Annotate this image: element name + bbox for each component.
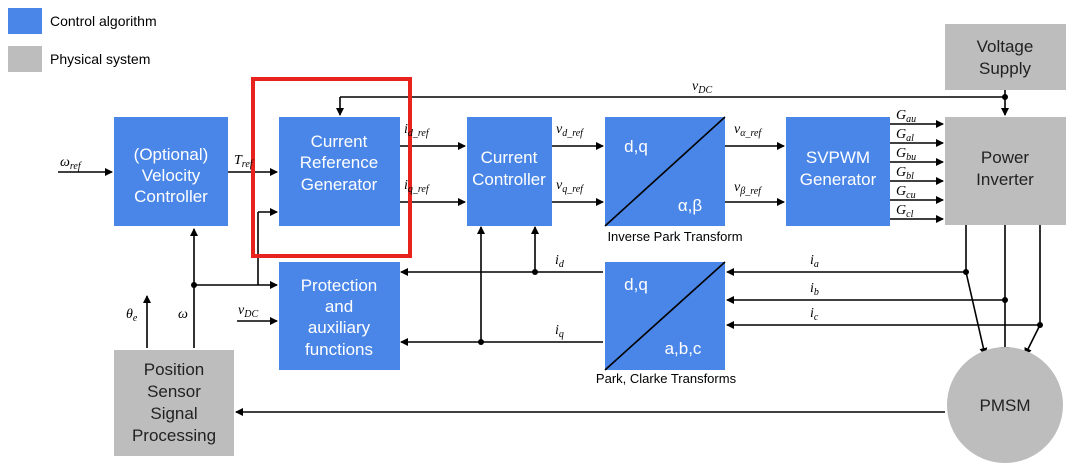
label-vdc-protection: vDC [238,303,258,320]
park-clarke-caption: Park, Clarke Transforms [596,371,737,386]
svpwm-label-2: Generator [800,170,877,189]
label-g-al: Gal [896,127,914,144]
voltage-label-1: Voltage [977,37,1034,56]
label-g-cl: Gcl [896,203,914,220]
pmsm-label: PMSM [980,396,1031,415]
velocity-label-3: Controller [134,187,208,206]
signal-wires [58,90,1043,416]
inverse-park-caption: Inverse Park Transform [607,229,742,244]
protection-label-2: and [325,297,353,316]
inverter-label-2: Inverter [976,170,1034,189]
protection-block: Protection and auxiliary functions [279,262,400,370]
voltage-label-2: Supply [979,59,1031,78]
current-reference-generator-block: Current Reference Generator [279,117,400,226]
park-clarke-block: d,q a,b,c [604,261,726,371]
velocity-controller-block: (Optional) Velocity Controller [114,117,228,226]
pmsm-motor: PMSM [947,347,1063,463]
label-omega: ω [178,307,188,322]
position-sensor-block: Position Sensor Signal Processing [114,350,234,456]
protection-label-3: auxiliary [308,318,371,337]
svpwm-block: SVPWM Generator [786,117,890,226]
svpwm-label-1: SVPWM [806,148,870,167]
sensor-label-2: Sensor [147,382,201,401]
label-vbeta-ref: vβ_ref [734,180,762,197]
crg-label-3: Generator [301,175,378,194]
legend: Control algorithm Physical system [8,8,157,72]
label-id: id [555,253,565,270]
sensor-label-1: Position [144,360,204,379]
label-ia: ia [810,253,819,270]
label-g-bu: Gbu [896,146,916,163]
sensor-label-3: Signal [150,404,197,423]
label-ib: ib [810,281,819,298]
crg-label-1: Current [311,132,368,151]
sensor-label-4: Processing [132,426,216,445]
protection-label-1: Protection [301,276,378,295]
label-g-bl: Gbl [896,165,914,182]
velocity-label-2: Velocity [142,166,201,185]
legend-label-physical: Physical system [50,51,150,67]
highlight-box [251,77,412,258]
inv-park-top-label: d,q [624,137,648,156]
inverse-park-block: d,q α,β [604,116,726,227]
label-t-ref: Tref [234,153,254,170]
label-id-ref: id_ref [404,122,430,139]
legend-swatch-physical [8,46,42,72]
cc-label-1: Current [481,148,538,167]
label-vd-ref: vd_ref [556,122,584,139]
label-iq: iq [555,323,564,340]
label-vdc-top: vDC [692,79,712,96]
label-valpha-ref: vα_ref [734,122,762,139]
label-vq-ref: vq_ref [556,178,584,195]
label-g-au: Gau [896,108,916,125]
legend-swatch-control [8,8,42,34]
legend-label-control: Control algorithm [50,13,157,29]
label-iq-ref: iq_ref [404,178,430,195]
park-bottom-label: a,b,c [665,339,702,358]
cc-label-2: Controller [472,170,546,189]
inv-park-bottom-label: α,β [678,196,703,215]
park-top-label: d,q [624,275,648,294]
velocity-label-1: (Optional) [134,145,209,164]
voltage-supply-block: Voltage Supply [945,24,1066,90]
signal-labels: ωref Tref id_ref iq_ref vd_ref vq_ref vα… [60,79,916,340]
protection-label-4: functions [305,340,373,359]
current-controller-block: Current Controller [467,117,552,226]
label-ic: ic [810,306,819,323]
label-g-cu: Gcu [896,184,916,201]
label-omega-ref: ωref [60,155,82,172]
crg-label-2: Reference [300,153,378,172]
inverter-label-1: Power [981,148,1030,167]
power-inverter-block: Power Inverter [945,117,1066,225]
label-theta-e: θe [126,307,138,324]
